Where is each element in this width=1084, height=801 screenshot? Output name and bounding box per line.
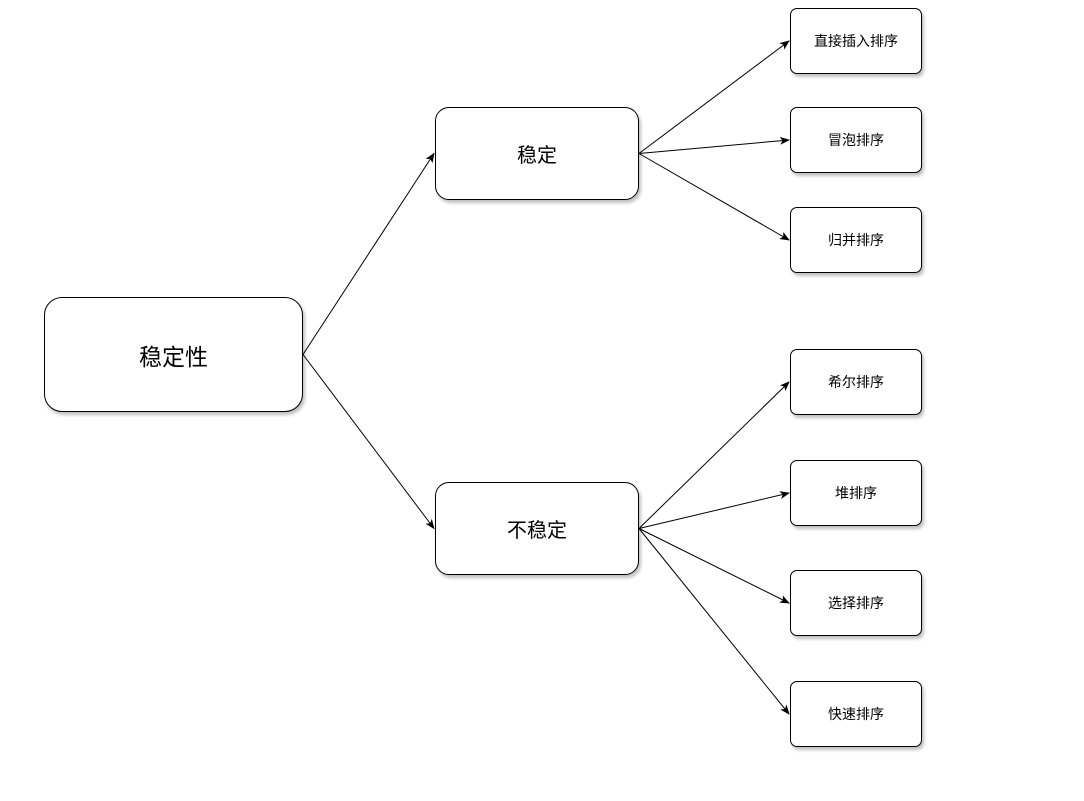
leaf-bubble-sort[interactable]: 冒泡排序 <box>790 107 922 173</box>
leaf-label: 堆排序 <box>835 486 877 502</box>
edge-stable-to-insertion-sort <box>638 40 790 154</box>
edge-unstable-to-selection-sort <box>638 528 790 604</box>
stable-node[interactable]: 稳定 <box>435 107 639 200</box>
edge-unstable-to-shell-sort <box>638 381 790 529</box>
edge-unstable-to-heap-sort <box>638 491 790 529</box>
unstable-node[interactable]: 不稳定 <box>435 482 639 575</box>
edge-unstable-to-quick-sort <box>638 528 790 715</box>
leaf-label: 希尔排序 <box>828 375 884 391</box>
edge-stable-to-bubble-sort <box>638 136 790 154</box>
leaf-label: 冒泡排序 <box>828 133 884 149</box>
leaf-quick-sort[interactable]: 快速排序 <box>790 681 922 747</box>
edge-root-to-stable <box>302 152 435 355</box>
leaf-label: 快速排序 <box>828 707 884 723</box>
leaf-heap-sort[interactable]: 堆排序 <box>790 460 922 526</box>
leaf-label: 直接插入排序 <box>814 34 898 50</box>
unstable-label: 不稳定 <box>507 518 567 542</box>
root-label: 稳定性 <box>139 344 208 371</box>
leaf-selection-sort[interactable]: 选择排序 <box>790 570 922 636</box>
root-node[interactable]: 稳定性 <box>44 297 303 412</box>
leaf-label: 归并排序 <box>828 233 884 249</box>
leaf-insertion-sort[interactable]: 直接插入排序 <box>790 8 922 74</box>
edge-root-to-unstable <box>302 354 435 530</box>
leaf-merge-sort[interactable]: 归并排序 <box>790 207 922 273</box>
leaf-shell-sort[interactable]: 希尔排序 <box>790 349 922 415</box>
stable-label: 稳定 <box>517 143 557 167</box>
leaf-label: 选择排序 <box>828 596 884 612</box>
edge-stable-to-merge-sort <box>638 153 790 241</box>
